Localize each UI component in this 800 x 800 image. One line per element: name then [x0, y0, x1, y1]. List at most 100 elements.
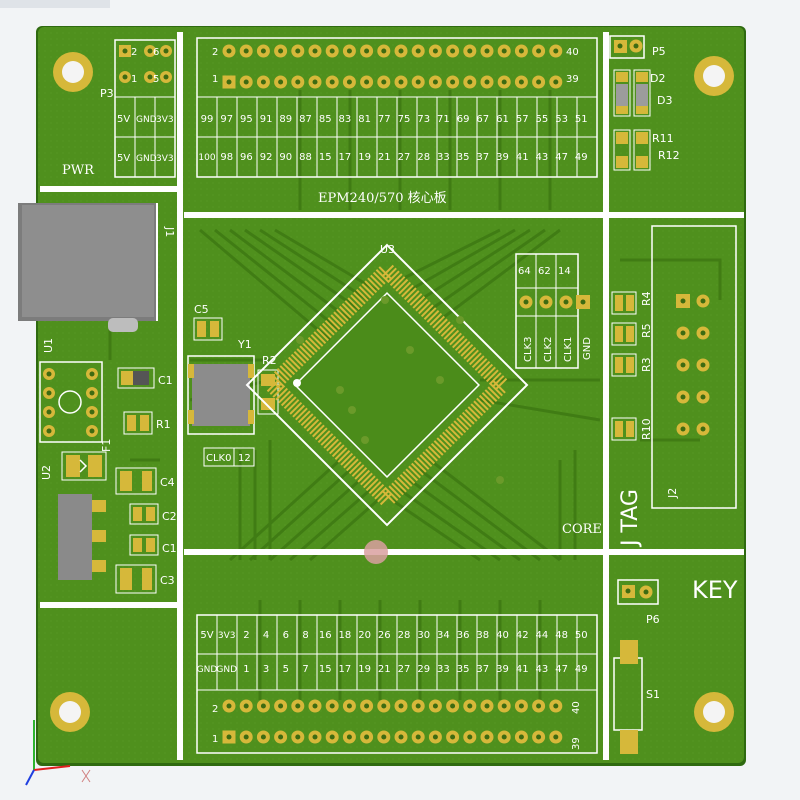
bottom-header-row2-label: 17: [339, 664, 352, 675]
clk0-label-box: [203, 447, 255, 467]
switch-s1: [613, 640, 643, 754]
top-header-row1-label: 99: [201, 114, 214, 125]
bottom-header-row2-label: 37: [476, 664, 489, 675]
r2-designator: R2: [262, 354, 277, 367]
bottom-header-pin: [549, 730, 563, 744]
top-header-pin-1: 1: [212, 74, 218, 85]
clk0-pin-number: 12: [238, 453, 251, 464]
jtag-label: J TAG: [618, 489, 643, 548]
top-header-row2-label: 92: [260, 152, 273, 163]
bottom-header-row2-label: 49: [575, 664, 588, 675]
top-header-pin: [239, 44, 253, 58]
top-header-row1-label: 69: [457, 114, 470, 125]
s1-designator: S1: [646, 688, 660, 701]
top-header-pin-39: 39: [566, 74, 579, 85]
bottom-header-row1-label: 2: [243, 630, 249, 641]
top-header-row2-label: 15: [319, 152, 332, 163]
top-header-row1-label: 51: [575, 114, 588, 125]
top-header-pin: [480, 75, 494, 89]
clk-header: 64 62 14 CLK3 CLK2 CLK1 GND: [515, 253, 593, 369]
mount-hole-bottom-right: [694, 692, 734, 732]
bottom-header-pin: [480, 699, 494, 713]
top-header-row1-label: 87: [299, 114, 312, 125]
p3-pin-6: 6: [153, 47, 159, 58]
u3-designator: U3: [380, 243, 395, 256]
top-header-row1-label: 81: [358, 114, 371, 125]
usb-connector-j1: [18, 203, 158, 332]
bottom-header-row1-label: 38: [476, 630, 489, 641]
p5-connector: [609, 35, 645, 59]
bottom-header-pin: [532, 699, 546, 713]
top-header-pin: [532, 44, 546, 58]
bottom-header-pin: [377, 699, 391, 713]
top-header-pin: [532, 75, 546, 89]
top-header-pin: [497, 44, 511, 58]
bottom-header-pin: [428, 730, 442, 744]
p3-designator: P3: [100, 87, 114, 100]
bottom-header-row2-label: 35: [457, 664, 470, 675]
top-header-row2-label: 28: [417, 152, 430, 163]
r3-designator: R3: [640, 357, 653, 372]
bottom-header-pin: [222, 730, 236, 744]
bottom-header-row1-label: 4: [263, 630, 269, 641]
bottom-header-pin: [308, 730, 322, 744]
bottom-header-row2-label: GND: [216, 665, 237, 675]
top-header-row2-label: 98: [220, 152, 233, 163]
resistor-r12: [633, 129, 651, 171]
bottom-header-row2-label: 47: [555, 664, 568, 675]
bottom-header-row2-label: 15: [319, 664, 332, 675]
window-edge: [0, 0, 110, 8]
c5-designator: C5: [194, 303, 209, 316]
top-header-pin: [291, 75, 305, 89]
bottom-header-pin: [308, 699, 322, 713]
top-header-pin: [222, 44, 236, 58]
bottom-header-row2-label: 39: [496, 664, 509, 675]
top-header-pin: [394, 75, 408, 89]
top-header-row2-label: 47: [555, 152, 568, 163]
top-header-row2-label: 35: [457, 152, 470, 163]
bottom-header-pin: [325, 699, 339, 713]
bottom-header-pin: [514, 730, 528, 744]
capacitor-c1-top: [117, 367, 155, 389]
bottom-header-pin: [291, 730, 305, 744]
mounting-holes: [50, 52, 734, 732]
bottom-header-row2-label: 1: [243, 664, 249, 675]
top-header-pin: [325, 44, 339, 58]
top-header-row2-label: 90: [279, 152, 292, 163]
top-header-pin-2: 2: [212, 47, 218, 58]
top-header-row2-label: 19: [358, 152, 371, 163]
bottom-header-row2-label: 5: [283, 664, 289, 675]
u3-pin1-marker: [293, 379, 301, 387]
bottom-header-pin: [394, 730, 408, 744]
c3-designator: C3: [160, 574, 175, 587]
core-label: CORE: [562, 522, 602, 537]
capacitor-c3: [115, 564, 157, 594]
bottom-header-row1-label: 26: [378, 630, 391, 641]
bottom-header-row1-label: 3V3: [218, 631, 236, 641]
top-header-pin: [256, 44, 270, 58]
top-header-pin: [274, 75, 288, 89]
bottom-header-pin: [463, 699, 477, 713]
top-header-pin: [325, 75, 339, 89]
top-header-pin: [549, 75, 563, 89]
clk-header-num-64: 64: [518, 266, 531, 277]
top-header-pin: [308, 44, 322, 58]
jtag-header-j2: [651, 225, 737, 509]
j2-designator: J2: [666, 488, 679, 499]
bottom-header-pin: [274, 699, 288, 713]
top-header-row1-label: 85: [319, 114, 332, 125]
top-header-pin: [428, 44, 442, 58]
clk0-label: CLK0: [206, 453, 231, 464]
ic-u1: [39, 361, 103, 443]
f1-designator: F1: [100, 439, 113, 452]
bottom-header-pin-1: 1: [212, 734, 218, 745]
bottom-header-pin: [497, 699, 511, 713]
capacitor-c1-bottom: [129, 534, 159, 556]
regulator-u2: [58, 494, 106, 580]
clk1-label: CLK1: [563, 337, 574, 362]
r4-designator: R4: [640, 291, 653, 306]
clk-header-num-14: 14: [558, 266, 571, 277]
axis-gizmo: [25, 720, 91, 786]
bottom-header-row1-label: 16: [319, 630, 332, 641]
p3-row2-gnd: GND: [136, 154, 157, 164]
